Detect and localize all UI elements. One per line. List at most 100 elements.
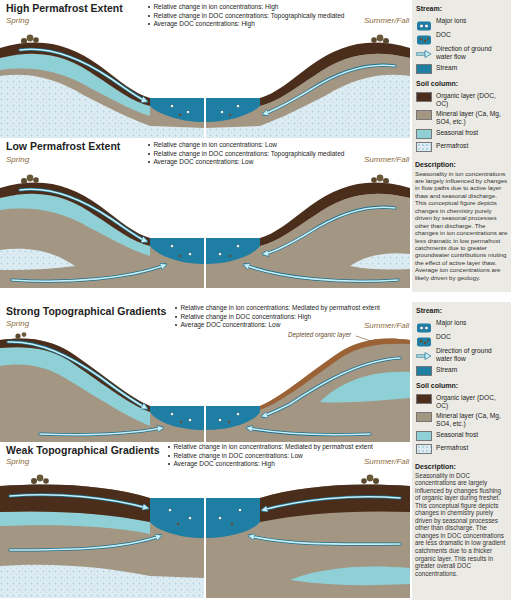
- bullet-text: Relative change in DOC concentrations: T…: [153, 150, 344, 157]
- description-panel: Description:Seasonality in ion concentra…: [415, 161, 508, 282]
- legend-swatch: [416, 129, 432, 139]
- legend-item: Permafrost: [416, 142, 509, 152]
- bullet-item: Relative change in ion concentrations: L…: [148, 141, 277, 148]
- legend-icon: [416, 347, 432, 357]
- legend-item: Organic layer (DOC, OC): [416, 394, 509, 409]
- bullet-dot: [168, 463, 170, 465]
- legend-text: Direction of ground water flow: [436, 45, 508, 60]
- bullet-item: Relative change in DOC concentrations: T…: [148, 150, 344, 157]
- legend-icon: [416, 333, 432, 343]
- legend-item: Mineral layer (Ca, Mg, SO4, etc.): [416, 412, 509, 427]
- legend-text: Direction of ground water flow: [436, 347, 508, 362]
- legend-text: Stream: [436, 64, 508, 72]
- legend-heading: Soil column:: [416, 382, 458, 390]
- legend-text: DOC: [436, 333, 508, 341]
- bullet-text: Relative change in ion concentrations: H…: [153, 3, 278, 10]
- bullet-item: Average DOC concentrations: High: [168, 460, 275, 467]
- season-label: Spring: [6, 16, 29, 25]
- legend-text: DOC: [436, 31, 508, 39]
- season-label: Summer/Fall: [364, 321, 409, 330]
- season-label: Spring: [6, 319, 29, 328]
- legend-item: Direction of ground water flow: [416, 347, 509, 362]
- legend-icon-svg: [416, 21, 432, 31]
- legend-swatch: [416, 64, 432, 74]
- bullet-item: Relative change in DOC concentrations: T…: [148, 12, 344, 19]
- bullet-dot: [175, 324, 177, 326]
- legend-icon-svg: [416, 49, 432, 59]
- season-label: Spring: [6, 457, 29, 466]
- bullet-text: Average DOC concentrations: Low: [180, 321, 280, 328]
- legend-text: Major ions: [436, 319, 508, 327]
- legend-text: Permafrost: [436, 142, 508, 150]
- legend-text: Seasonal frost: [436, 431, 508, 439]
- bullet-text: Relative change in ion concentrations: M…: [173, 443, 372, 450]
- bullet-dot: [175, 316, 177, 318]
- legend-swatch: [416, 412, 432, 422]
- legend-swatch: [416, 444, 432, 454]
- cross-section: [0, 26, 410, 138]
- legend-swatch: [416, 394, 432, 404]
- panel-heading: Strong Topographical Gradients: [6, 305, 166, 317]
- legend-swatch: [416, 110, 432, 120]
- legend-text: Organic layer (DOC, OC): [436, 394, 508, 409]
- bullet-item: Average DOC concentrations: Low: [175, 321, 280, 328]
- cross-section: [0, 332, 410, 442]
- legend-icon: [416, 17, 432, 27]
- legend-item: DOC: [416, 31, 509, 41]
- legend-item: Major ions: [416, 319, 509, 329]
- legend-item: Major ions: [416, 17, 509, 27]
- bullet-item: Relative change in DOC concentrations: L…: [168, 452, 303, 459]
- legend-icon-svg: [416, 337, 432, 347]
- legend-swatch: [416, 366, 432, 376]
- cross-section: [0, 166, 410, 288]
- bullet-dot: [168, 446, 170, 448]
- legend-swatch: [416, 431, 432, 441]
- bullet-dot: [148, 161, 150, 163]
- bullet-item: Relative change in ion concentrations: M…: [175, 304, 380, 311]
- leader-line: [356, 336, 371, 341]
- bullet-text: Average DOC concentrations: Low: [153, 158, 253, 165]
- bullet-item: Relative change in ion concentrations: M…: [168, 443, 373, 450]
- legend-swatch: [416, 92, 432, 102]
- legend-icon: [416, 45, 432, 55]
- bullet-text: Relative change in ion concentrations: M…: [180, 304, 379, 311]
- bullet-text: Average DOC concentrations: High: [173, 460, 274, 467]
- legend-text: Major ions: [436, 17, 508, 25]
- description-text: Seasonality in DOC concentrations are la…: [415, 472, 508, 578]
- panel-heading: Weak Topographical Gradients: [6, 444, 160, 456]
- bullet-text: Relative change in DOC concentrations: L…: [173, 452, 302, 459]
- callout-label: Depleted organic layer: [288, 331, 351, 338]
- legend-item: Stream: [416, 64, 509, 74]
- bullet-text: Relative change in ion concentrations: L…: [153, 141, 277, 148]
- legend-heading: Stream:: [416, 5, 442, 13]
- legend-text: Organic layer (DOC, OC): [436, 92, 508, 107]
- description-heading: Description:: [415, 463, 508, 470]
- bullet-dot: [148, 6, 150, 8]
- legend-swatch: [416, 142, 432, 152]
- bullet-item: Average DOC concentrations: High: [148, 20, 255, 27]
- bullet-dot: [148, 153, 150, 155]
- legend-item: Organic layer (DOC, OC): [416, 92, 509, 107]
- panel-heading: Low Permafrost Extent: [6, 140, 120, 152]
- legend-item: Permafrost: [416, 444, 509, 454]
- legend-item: Stream: [416, 366, 509, 376]
- legend-text: Seasonal frost: [436, 129, 508, 137]
- season-label: Summer/Fall: [364, 155, 409, 164]
- legend-icon: [416, 319, 432, 329]
- bullet-dot: [148, 144, 150, 146]
- bullet-dot: [175, 307, 177, 309]
- legend-icon-svg: [416, 323, 432, 333]
- legend-item: Seasonal frost: [416, 129, 509, 139]
- cross-section: [0, 468, 410, 598]
- season-label: Summer/Fall: [364, 16, 409, 25]
- season-label: Spring: [6, 155, 29, 164]
- bullet-item: Relative change in DOC concentrations: H…: [175, 313, 311, 320]
- legend-text: Mineral layer (Ca, Mg, SO4, etc.): [436, 110, 508, 125]
- bullet-text: Relative change in DOC concentrations: H…: [180, 313, 311, 320]
- legend-item: Direction of ground water flow: [416, 45, 509, 60]
- bullet-text: Relative change in DOC concentrations: T…: [153, 12, 344, 19]
- bullet-item: Average DOC concentrations: Low: [148, 158, 253, 165]
- description-heading: Description:: [415, 161, 508, 168]
- legend-heading: Stream:: [416, 307, 442, 315]
- description-panel: Description: Seasonality in DOC concentra…: [415, 463, 508, 578]
